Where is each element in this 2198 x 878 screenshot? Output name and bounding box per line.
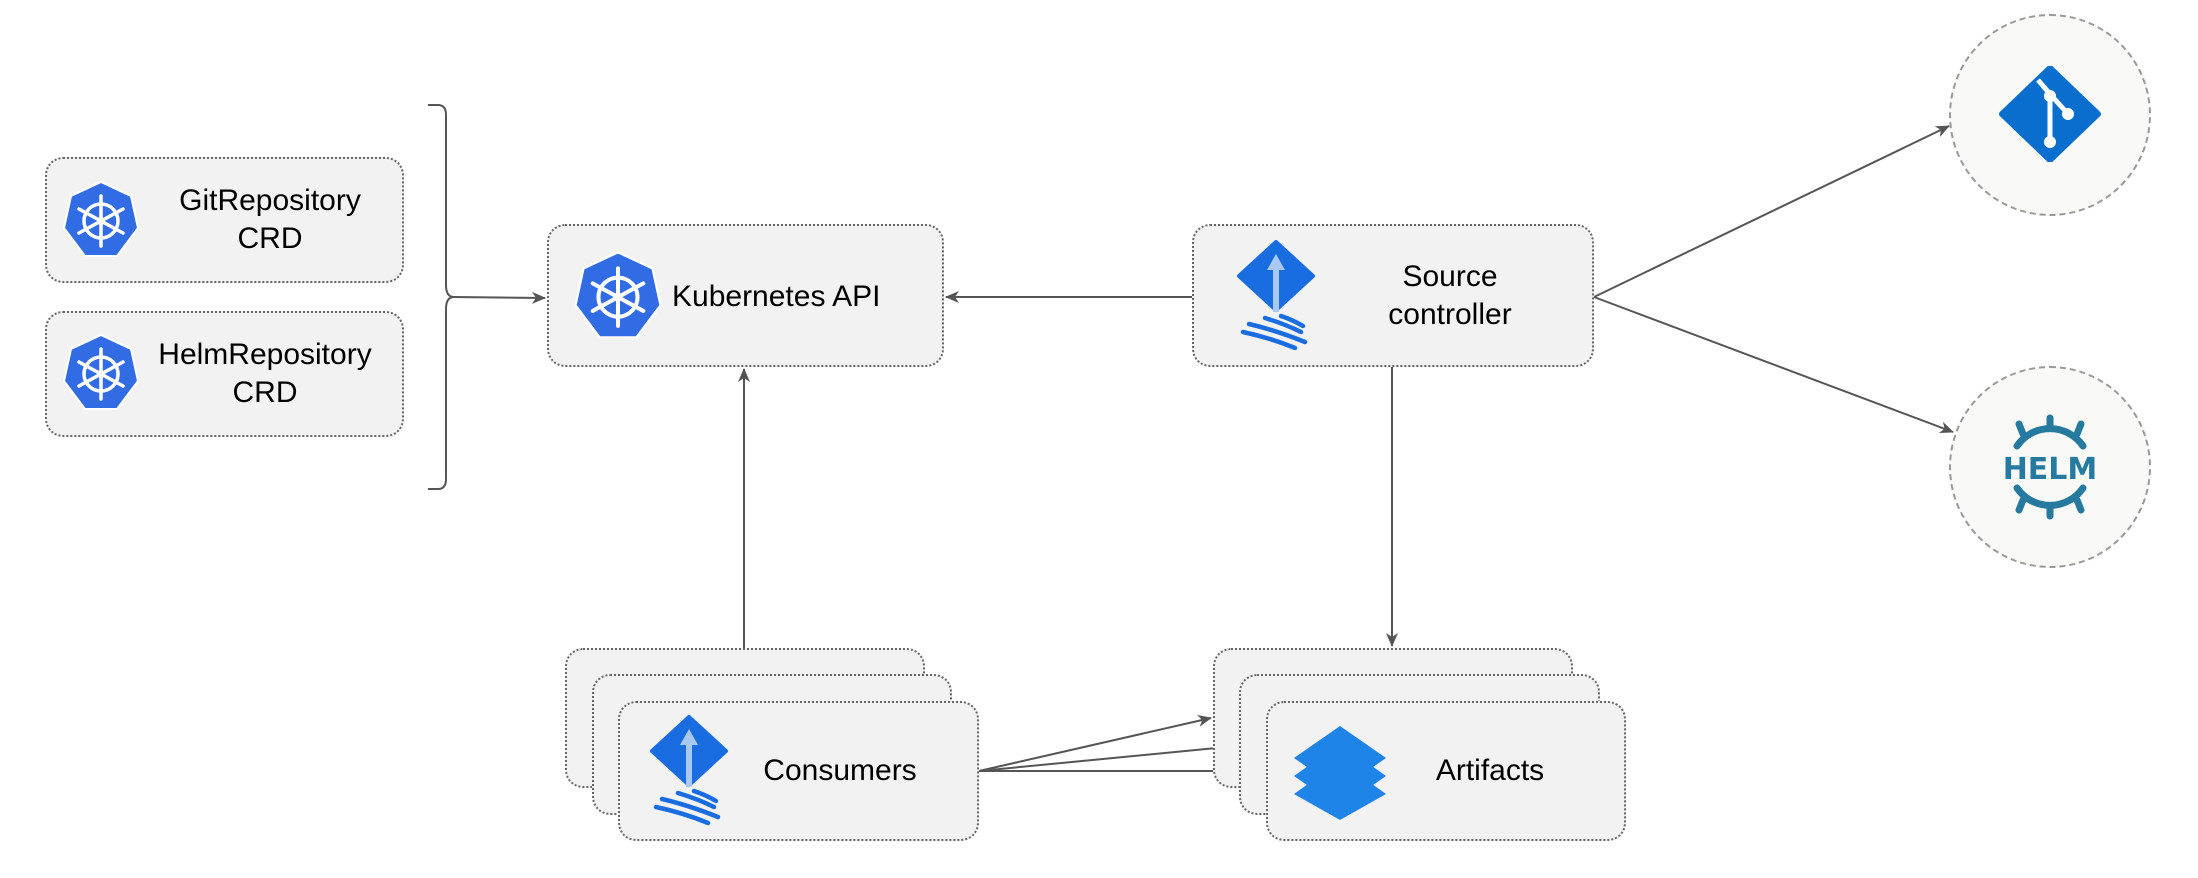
edge-source-to-git [1593,125,1950,298]
edge-crds-to-api [453,291,546,304]
edge-source-to-helm [1593,296,1954,434]
helm-logo-text: HELM [2003,452,2098,487]
edge-consumers-to-artifacts-2 [978,741,1238,772]
flux-icon [1235,240,1317,350]
layers-icon [1294,726,1386,820]
kubernetes-icon [63,180,139,258]
kubernetes-icon [574,250,662,342]
consumers-label: Consumers [763,754,917,787]
edge-consumers-to-artifacts-1 [978,715,1212,772]
kubernetes-icon [63,333,139,411]
flux-icon [648,712,730,828]
artifacts-label: Artifacts [1435,754,1545,787]
helm-node[interactable] [1949,366,2151,568]
kubernetes-api-label: Kubernetes API [672,280,881,313]
git-icon [1999,66,2101,162]
crd-brace [428,104,455,490]
helm-icon: HELM [2003,414,2098,520]
